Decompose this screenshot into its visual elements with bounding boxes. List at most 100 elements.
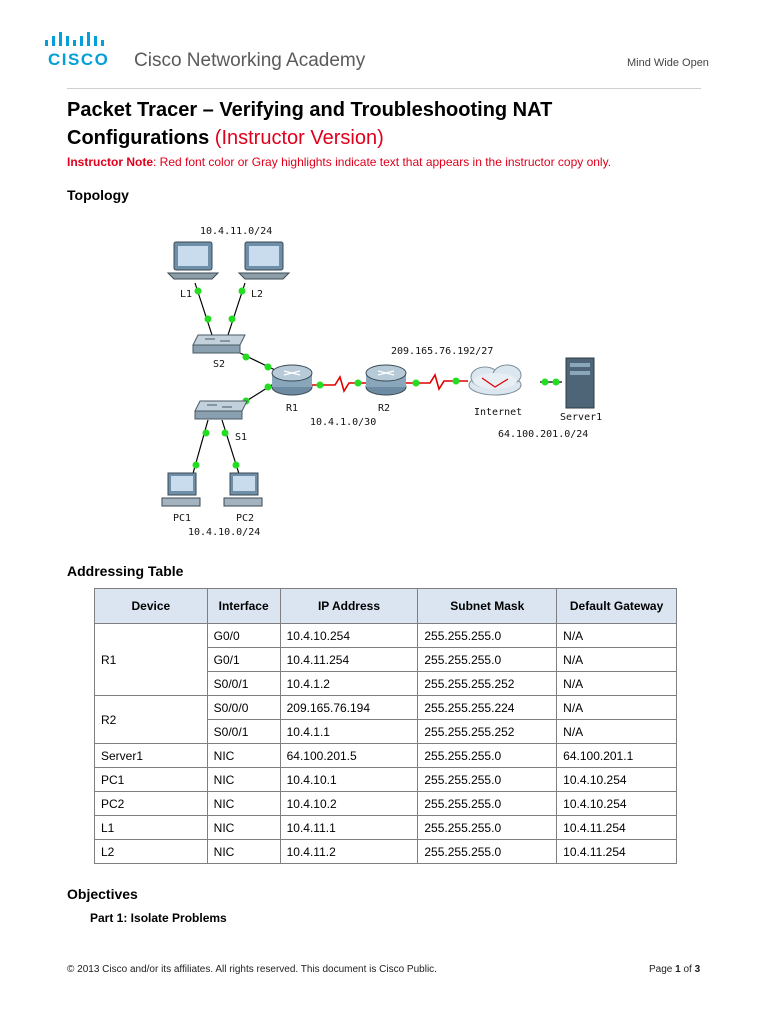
- interface-cell: S0/0/1: [207, 720, 280, 744]
- gateway-cell: 10.4.10.254: [557, 792, 677, 816]
- pc1-icon: [162, 473, 200, 506]
- interface-cell: NIC: [207, 792, 280, 816]
- table-row: R2 S0/0/0 209.165.76.194 255.255.255.224…: [95, 696, 677, 720]
- device-cell: PC1: [95, 768, 208, 792]
- device-cell: R2: [95, 696, 208, 744]
- table-row: PC1 NIC 10.4.10.1 255.255.255.0 10.4.10.…: [95, 768, 677, 792]
- page-total: 3: [695, 964, 701, 975]
- interface-cell: NIC: [207, 840, 280, 864]
- interface-cell: G0/0: [207, 624, 280, 648]
- cisco-logo-icon: [45, 32, 113, 50]
- mask-cell: 255.255.255.224: [418, 696, 557, 720]
- link-s1-pc1: [192, 420, 208, 477]
- gateway-cell: N/A: [557, 648, 677, 672]
- gateway-cell: N/A: [557, 672, 677, 696]
- mask-cell: 255.255.255.0: [418, 816, 557, 840]
- switch-s2-icon: [193, 335, 245, 353]
- ip-cell: 10.4.11.254: [280, 648, 418, 672]
- router-r2-icon: [366, 365, 406, 395]
- objectives-heading: Objectives: [67, 886, 138, 902]
- table-row: L1 NIC 10.4.11.1 255.255.255.0 10.4.11.2…: [95, 816, 677, 840]
- ip-cell: 10.4.11.2: [280, 840, 418, 864]
- interface-cell: NIC: [207, 816, 280, 840]
- ip-cell: 10.4.1.1: [280, 720, 418, 744]
- table-row: R1 G0/0 10.4.10.254 255.255.255.0 N/A: [95, 624, 677, 648]
- table-row: PC2 NIC 10.4.10.2 255.255.255.0 10.4.10.…: [95, 792, 677, 816]
- device-cell: Server1: [95, 744, 208, 768]
- pc2-icon: [224, 473, 262, 506]
- net-label-10-4-11: 10.4.11.0/24: [200, 226, 272, 237]
- tagline: Mind Wide Open: [627, 57, 709, 69]
- gateway-cell: 10.4.11.254: [557, 840, 677, 864]
- interface-cell: S0/0/0: [207, 696, 280, 720]
- label-server1: Server1: [560, 412, 602, 423]
- header-divider: [67, 88, 701, 89]
- ip-cell: 10.4.11.1: [280, 816, 418, 840]
- laptop-l1-icon: [168, 242, 218, 279]
- internet-cloud-icon: [469, 365, 521, 395]
- header-ip-address: IP Address: [280, 589, 418, 624]
- mask-cell: 255.255.255.0: [418, 744, 557, 768]
- interface-cell: G0/1: [207, 648, 280, 672]
- link-s1-pc2: [222, 420, 240, 477]
- label-l1: L1: [180, 289, 192, 300]
- ip-cell: 10.4.1.2: [280, 672, 418, 696]
- mask-cell: 255.255.255.0: [418, 792, 557, 816]
- table-row: Server1 NIC 64.100.201.5 255.255.255.0 6…: [95, 744, 677, 768]
- net-label-10-4-10: 10.4.10.0/24: [188, 527, 260, 538]
- device-cell: L2: [95, 840, 208, 864]
- label-r2: R2: [378, 403, 390, 414]
- device-cell: R1: [95, 624, 208, 696]
- header-interface: Interface: [207, 589, 280, 624]
- server1-icon: [566, 358, 594, 408]
- gateway-cell: 10.4.10.254: [557, 768, 677, 792]
- laptop-l2-icon: [239, 242, 289, 279]
- mask-cell: 255.255.255.0: [418, 840, 557, 864]
- interface-cell: S0/0/1: [207, 672, 280, 696]
- addressing-table: Device Interface IP Address Subnet Mask …: [94, 588, 677, 864]
- table-row: L2 NIC 10.4.11.2 255.255.255.0 10.4.11.2…: [95, 840, 677, 864]
- ip-cell: 10.4.10.1: [280, 768, 418, 792]
- header-subnet-mask: Subnet Mask: [418, 589, 557, 624]
- header-default-gateway: Default Gateway: [557, 589, 677, 624]
- academy-name: Cisco Networking Academy: [134, 50, 365, 72]
- gateway-cell: N/A: [557, 696, 677, 720]
- mask-cell: 255.255.255.0: [418, 648, 557, 672]
- mask-cell: 255.255.255.0: [418, 768, 557, 792]
- label-pc2: PC2: [236, 513, 254, 524]
- device-cell: L1: [95, 816, 208, 840]
- cisco-logo-text: CISCO: [48, 50, 109, 70]
- label-pc1: PC1: [173, 513, 191, 524]
- part1-heading: Part 1: Isolate Problems: [90, 911, 227, 925]
- device-cell: PC2: [95, 792, 208, 816]
- switch-s1-icon: [195, 401, 247, 419]
- ip-cell: 10.4.10.2: [280, 792, 418, 816]
- ip-cell: 10.4.10.254: [280, 624, 418, 648]
- label-r1: R1: [286, 403, 298, 414]
- page-header: CISCO Cisco Networking Academy Mind Wide…: [0, 0, 768, 90]
- ip-cell: 64.100.201.5: [280, 744, 418, 768]
- table-header-row: Device Interface IP Address Subnet Mask …: [95, 589, 677, 624]
- ip-cell: 209.165.76.194: [280, 696, 418, 720]
- net-label-64-100-201: 64.100.201.0/24: [498, 429, 588, 440]
- header-device: Device: [95, 589, 208, 624]
- net-label-10-4-1: 10.4.1.0/30: [310, 417, 376, 428]
- gateway-cell: N/A: [557, 720, 677, 744]
- gateway-cell: 64.100.201.1: [557, 744, 677, 768]
- topology-heading: Topology: [67, 187, 129, 203]
- title-instructor-suffix: (Instructor Version): [215, 127, 384, 149]
- copyright-footer: © 2013 Cisco and/or its affiliates. All …: [67, 964, 437, 975]
- page-of: of: [681, 964, 695, 975]
- interface-cell: NIC: [207, 768, 280, 792]
- label-s2: S2: [213, 359, 225, 370]
- label-s1: S1: [235, 432, 247, 443]
- mask-cell: 255.255.255.0: [418, 624, 557, 648]
- addressing-table-heading: Addressing Table: [67, 563, 183, 579]
- title-main: Packet Tracer – Verifying and Troublesho…: [67, 99, 552, 121]
- mask-cell: 255.255.255.252: [418, 672, 557, 696]
- router-r1-icon: [272, 365, 312, 395]
- label-internet: Internet: [474, 407, 522, 418]
- instructor-note-text: : Red font color or Gray highlights indi…: [153, 155, 611, 169]
- title-line2: Configurations: [67, 127, 209, 149]
- instructor-note-label: Instructor Note: [67, 155, 153, 169]
